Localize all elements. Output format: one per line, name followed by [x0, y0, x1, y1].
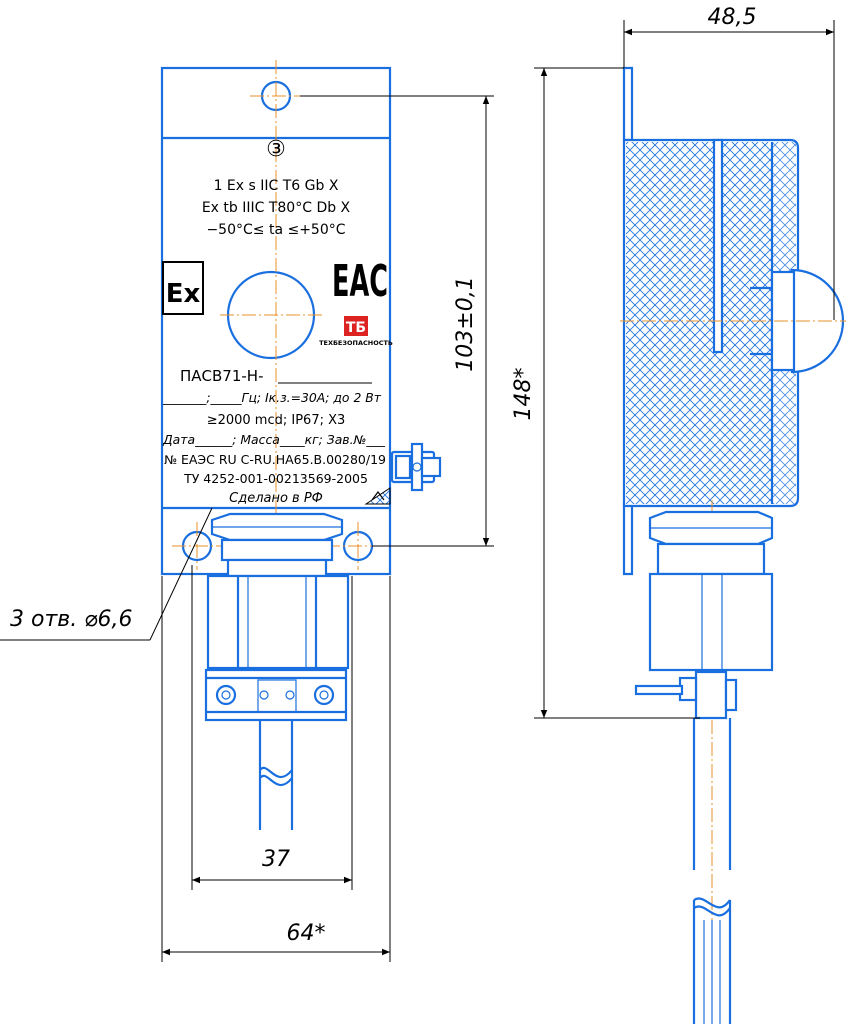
group-mark: ③ — [266, 137, 286, 162]
marking-line-3: −50°C≤ ta ≤+50°C — [206, 222, 345, 238]
side-view: 48,5 148* — [511, 5, 846, 1024]
marking-line-2: Ex tb IIIC T80°C Db X — [202, 200, 351, 216]
dim-hole-span: 103±0,1 — [453, 276, 478, 371]
spec-line-5: ТУ 4252-001-00213569-2005 — [183, 471, 368, 486]
spec-line-1: _______;_____Гц; Iк.з.=30А; до 2 Вт — [162, 391, 382, 405]
tb-company-name: ТЕХБЕЗОПАСНОСТЬ — [319, 339, 393, 347]
cable-front — [258, 720, 294, 830]
spec-line-3: Дата______; Масса____кг; Зав.№___ — [162, 433, 386, 447]
cable-gland-side — [648, 510, 774, 672]
cable-clamp-side — [634, 670, 738, 720]
cable-clamp — [204, 668, 348, 722]
tb-logo-text: ТБ — [346, 320, 366, 336]
holes-leader — [149, 507, 213, 641]
ex-symbol-box — [162, 261, 204, 315]
cable-side — [692, 718, 732, 1024]
board — [712, 138, 724, 354]
potting-compound — [626, 142, 772, 504]
spec-line-6: Сделано в РФ — [229, 491, 323, 506]
eac-mark: EAC — [332, 256, 388, 307]
ground-terminal — [364, 442, 442, 505]
model-label: ПАСВ71-Н- — [180, 367, 264, 385]
dome-lens — [790, 268, 845, 374]
dim-top-width: 48,5 — [708, 5, 757, 30]
bracket-bottom — [622, 502, 634, 576]
spec-line-2: ≥2000 mcd; IP67; Х3 — [207, 413, 346, 428]
spec-line-4: № ЕАЭС RU С-RU.НА65.В.00280/19 — [164, 453, 386, 467]
dim-total-height: 148* — [511, 368, 536, 421]
ex-symbol: Ex — [166, 279, 201, 309]
front-view: Ex EAC ТБ ТЕХБЕЗОПАСНОСТЬ ③ 1 Ex s IIC T… — [0, 60, 494, 962]
holes-note: 3 отв. ⌀6,6 — [10, 607, 132, 632]
dim-gland-width: 37 — [262, 847, 290, 872]
marking-line-1: 1 Ex s IIC T6 Gb X — [214, 178, 339, 194]
cable-gland-front — [206, 512, 350, 670]
bracket-top — [622, 66, 634, 142]
tb-logo — [344, 316, 368, 336]
dim-body-width: 64* — [287, 921, 326, 946]
